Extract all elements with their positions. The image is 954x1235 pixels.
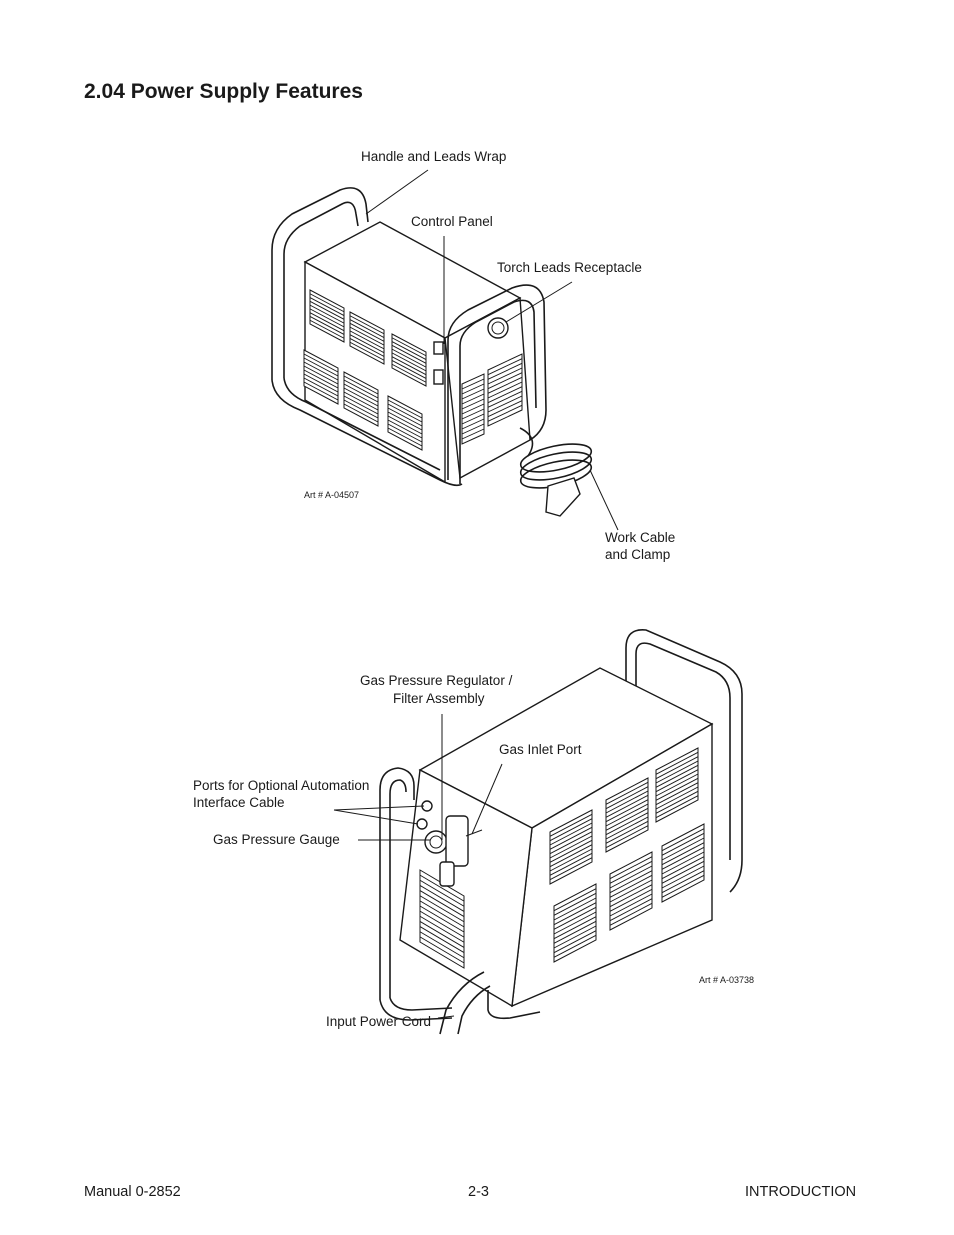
art-number-2: Art # A-03738 bbox=[699, 975, 755, 985]
label-ports-automation-2: Interface Cable bbox=[193, 795, 285, 810]
label-work-cable-1: Work Cable bbox=[605, 530, 676, 545]
label-input-power-cord: Input Power Cord bbox=[326, 1014, 432, 1029]
label-work-cable-2: and Clamp bbox=[605, 547, 671, 562]
footer-page-number: 2-3 bbox=[468, 1184, 489, 1200]
label-control-panel: Control Panel bbox=[411, 214, 493, 229]
section-title: 2.04 Power Supply Features bbox=[84, 80, 363, 103]
figure-1-illustration bbox=[271, 169, 619, 531]
label-gas-regulator-1: Gas Pressure Regulator / bbox=[360, 673, 513, 688]
label-gas-pressure-gauge: Gas Pressure Gauge bbox=[213, 832, 340, 847]
label-gas-inlet-port: Gas Inlet Port bbox=[499, 742, 582, 757]
label-ports-automation-1: Ports for Optional Automation bbox=[193, 778, 370, 793]
art-number-1: Art # A-04507 bbox=[304, 490, 360, 500]
label-torch-leads-receptacle: Torch Leads Receptacle bbox=[497, 260, 642, 275]
footer-section-name: INTRODUCTION bbox=[745, 1184, 857, 1200]
label-handle-leads-wrap: Handle and Leads Wrap bbox=[361, 149, 507, 164]
label-gas-regulator-2: Filter Assembly bbox=[393, 691, 485, 706]
footer-manual-number: Manual 0-2852 bbox=[84, 1184, 181, 1200]
